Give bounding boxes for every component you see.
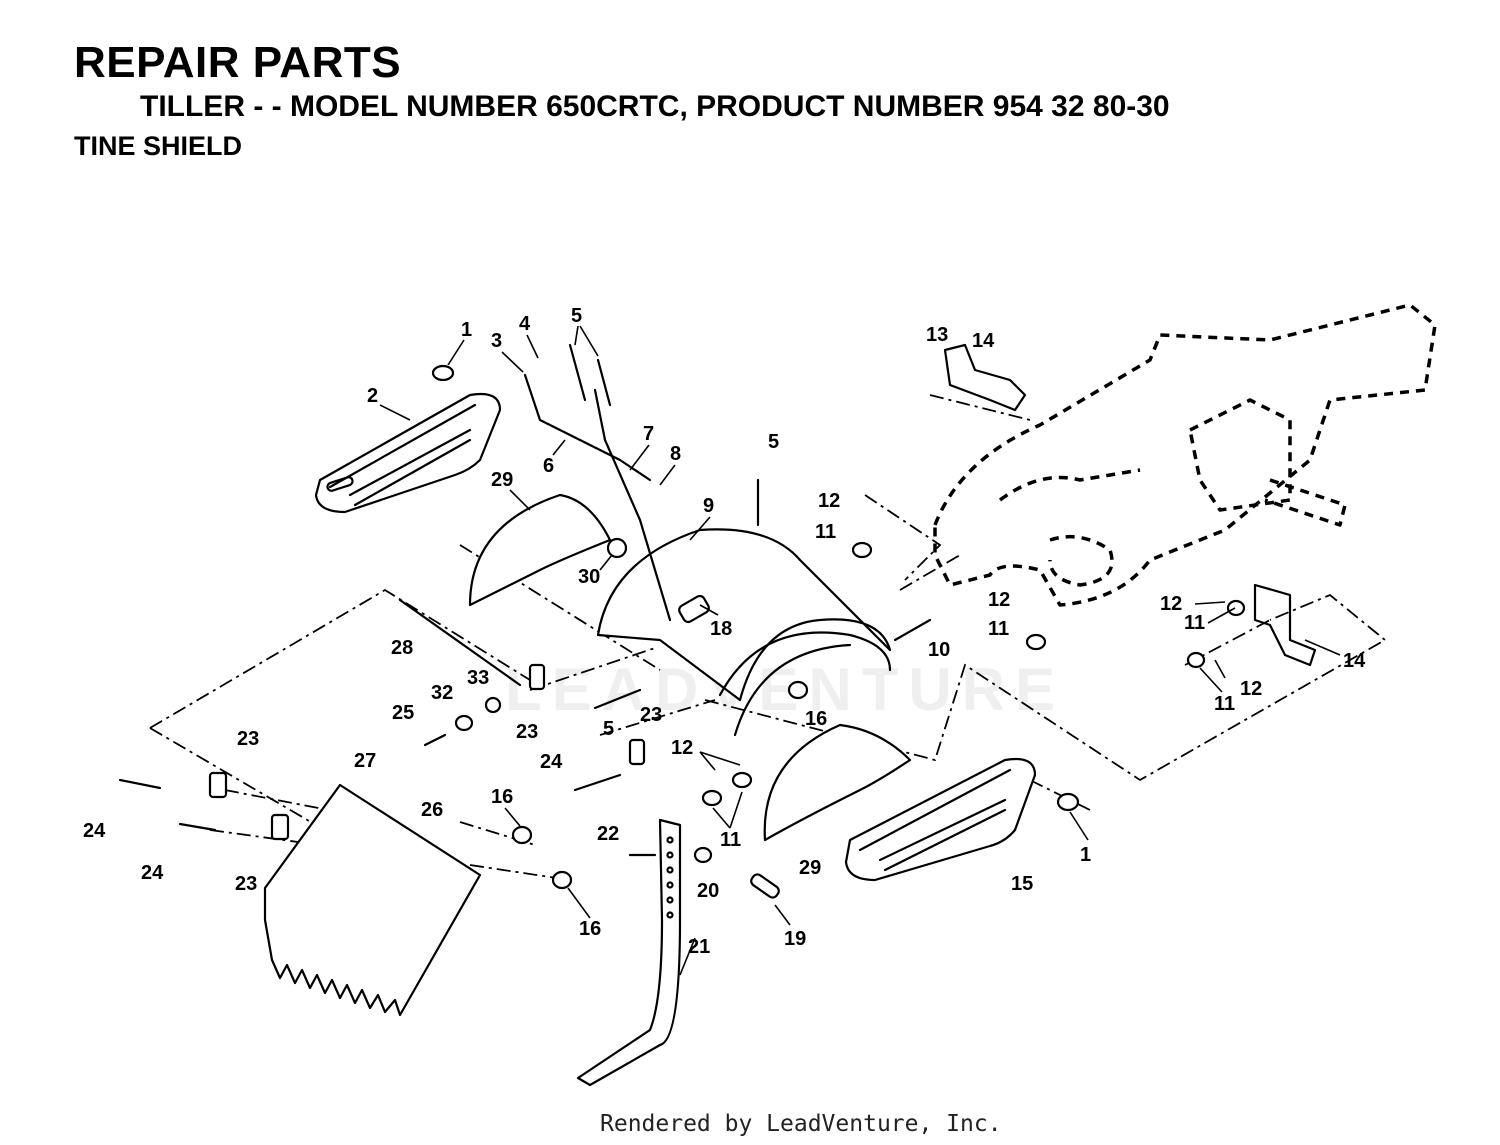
callout-7: 7	[643, 423, 654, 445]
rod-part-28[interactable]	[398, 598, 522, 687]
callout-22: 22	[597, 823, 619, 845]
callout-12: 12	[988, 589, 1010, 611]
callout-5: 5	[603, 718, 614, 740]
deflector-panel-part-27[interactable]	[263, 783, 482, 1017]
callout-6: 6	[543, 455, 554, 477]
part-callouts: 1 2 3 4 5 6 7 8 29 9 5 30 18 12 11 13 14…	[83, 305, 1366, 958]
callout-11: 11	[1184, 612, 1205, 634]
callout-12: 12	[818, 490, 840, 512]
bracket-part-14-right[interactable]	[1253, 583, 1317, 667]
callout-8: 8	[670, 443, 681, 465]
callout-24: 24	[83, 820, 106, 842]
right-tine-cover-part-15[interactable]	[844, 757, 1037, 882]
callout-23: 23	[516, 721, 538, 743]
callout-29: 29	[491, 469, 513, 491]
callout-19: 19	[784, 928, 806, 950]
callout-11: 11	[815, 521, 836, 543]
callout-32: 32	[431, 682, 453, 704]
callout-20: 20	[697, 880, 719, 902]
fasteners	[118, 343, 1246, 899]
callout-29: 29	[799, 857, 821, 879]
callout-12: 12	[1160, 593, 1182, 615]
depth-stake-part-21[interactable]	[576, 818, 682, 1087]
callout-16: 16	[491, 786, 513, 808]
left-flap-part-29[interactable]	[468, 493, 612, 607]
callout-16: 16	[579, 918, 601, 940]
callout-24: 24	[540, 751, 563, 773]
section-title: TINE SHIELD	[74, 131, 243, 161]
footer-credit: Rendered by LeadVenture, Inc.	[600, 1111, 1002, 1137]
callout-28: 28	[391, 637, 413, 659]
callout-16: 16	[805, 708, 827, 730]
callout-4: 4	[519, 313, 531, 335]
callout-10: 10	[928, 639, 950, 661]
callout-13: 13	[926, 324, 948, 346]
callout-12: 12	[671, 737, 693, 759]
callout-33: 33	[467, 667, 489, 689]
callout-23: 23	[237, 728, 259, 750]
model-subtitle: TILLER - - MODEL NUMBER 650CRTC, PRODUCT…	[140, 90, 1170, 123]
callout-1: 1	[1080, 844, 1091, 866]
callout-5: 5	[768, 431, 779, 453]
callout-18: 18	[710, 618, 732, 640]
callout-12: 12	[1240, 678, 1262, 700]
callout-11: 11	[720, 829, 741, 851]
page-title: REPAIR PARTS	[74, 38, 402, 87]
callout-23: 23	[640, 704, 662, 726]
tiller-housing-reference	[933, 303, 1437, 607]
callout-23: 23	[235, 873, 257, 895]
callout-14: 14	[1343, 650, 1366, 672]
callout-11: 11	[1214, 693, 1235, 715]
leader-lines	[379, 325, 1341, 976]
callout-2: 2	[367, 385, 378, 407]
callout-26: 26	[421, 799, 443, 821]
callout-24: 24	[141, 862, 164, 884]
callout-5: 5	[571, 305, 582, 327]
callout-27: 27	[354, 750, 376, 772]
callout-25: 25	[392, 702, 414, 724]
callout-3: 3	[491, 330, 502, 352]
control-cable-part-6[interactable]	[523, 373, 672, 622]
callout-1: 1	[461, 319, 472, 341]
left-tine-cover-part-2[interactable]	[314, 392, 502, 514]
callout-30: 30	[578, 566, 600, 588]
callout-14: 14	[972, 330, 995, 352]
callout-15: 15	[1011, 873, 1033, 895]
tine-shield-part-9[interactable]	[596, 528, 892, 737]
callout-11: 11	[988, 618, 1009, 640]
bracket-part-14-top[interactable]	[943, 343, 1027, 412]
callout-9: 9	[703, 495, 714, 517]
right-flap-part-29[interactable]	[763, 723, 912, 842]
